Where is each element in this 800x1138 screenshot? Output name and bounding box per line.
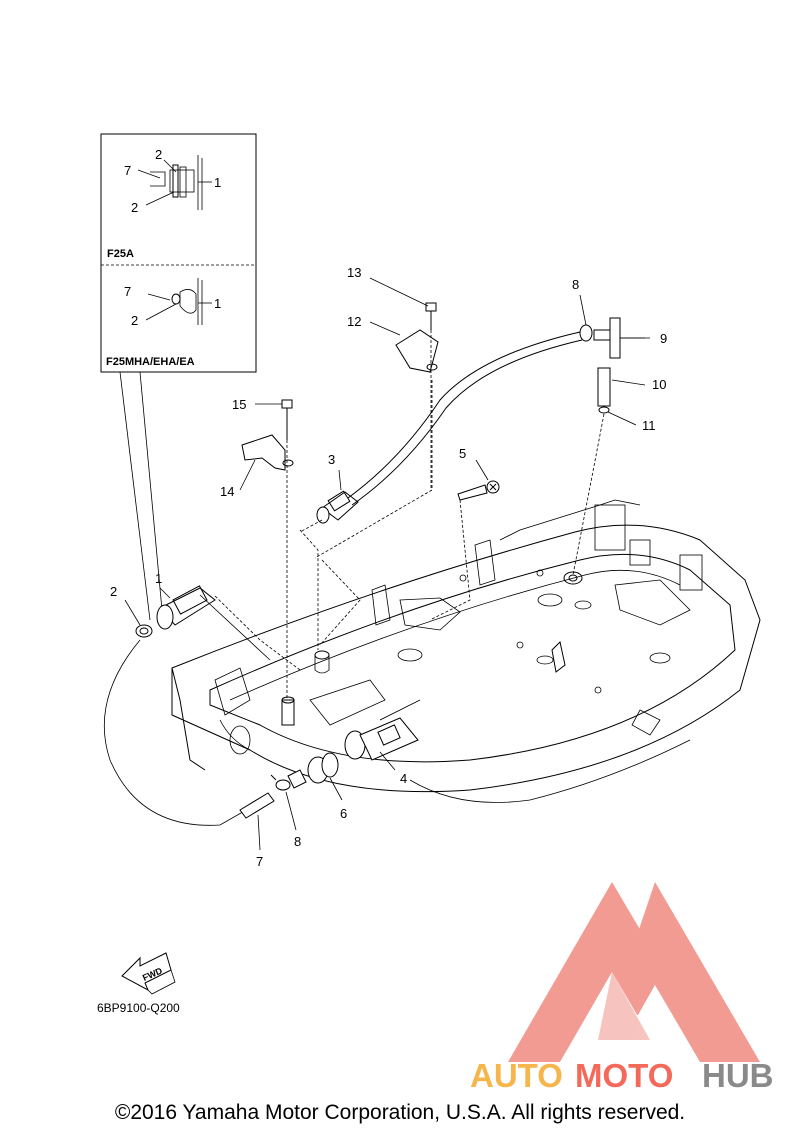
inset-box: 2 7 1 2 F25A 7 1 2 F25MHA/EHA/EA <box>100 133 257 373</box>
part-8-clip-upper <box>579 324 593 342</box>
fwd-label: FWD <box>141 965 164 983</box>
inset-bottom-callout-7: 7 <box>124 284 131 299</box>
part-15-bolt <box>281 399 293 700</box>
copyright-notice: ©2016 Yamaha Motor Corporation, U.S.A. A… <box>114 1101 686 1124</box>
callout-7: 7 <box>256 854 263 869</box>
callout-15: 15 <box>232 397 246 412</box>
part-2-clip <box>135 624 153 638</box>
part-3-grommet <box>316 490 359 524</box>
inset-top-callout-7: 7 <box>124 163 131 178</box>
watermark-text: AUTO MOTO HUB <box>470 1057 774 1094</box>
part-7-hose-upper <box>347 331 581 499</box>
callout-9: 9 <box>660 331 667 346</box>
callout-11: 11 <box>642 418 656 433</box>
watermark-moto: MOTO <box>575 1057 673 1094</box>
fwd-arrow-icon: FWD <box>121 952 176 995</box>
callout-2: 2 <box>110 584 117 599</box>
part-6-fitting <box>287 752 339 789</box>
callout-3: 3 <box>328 452 335 467</box>
part-5-screw <box>429 480 500 621</box>
inset-top-callout-1: 1 <box>214 175 221 190</box>
callout-8-lower: 8 <box>294 834 301 849</box>
inset-bottom-drawing <box>145 278 212 325</box>
leader-lines <box>124 277 650 851</box>
part-1-grommet <box>156 585 271 661</box>
callout-10: 10 <box>652 377 666 392</box>
part-4-fitting <box>344 717 419 761</box>
watermark-auto: AUTO <box>470 1057 563 1094</box>
callout-14: 14 <box>220 484 234 499</box>
part-7-hose <box>103 639 256 826</box>
inset-top-callout-2a: 2 <box>155 147 162 162</box>
inset-bottom-label: F25MHA/EHA/EA <box>106 356 195 368</box>
part-12-bracket <box>395 329 439 373</box>
inset-top-drawing <box>137 155 212 210</box>
bottom-cowling <box>171 499 761 803</box>
callout-12: 12 <box>347 314 361 329</box>
watermark-hub: HUB <box>702 1057 774 1094</box>
inset-top-label: F25A <box>107 248 134 260</box>
callout-13: 13 <box>347 265 361 280</box>
part-code: 6BP9100-Q200 <box>97 1001 180 1015</box>
part-13-bolt <box>425 302 437 490</box>
part-14-bracket <box>241 434 294 471</box>
inset-leader-left <box>119 371 151 621</box>
part-11-clip <box>572 406 610 576</box>
inset-leader-right <box>139 371 163 611</box>
inset-top-callout-2b: 2 <box>131 200 138 215</box>
part-10-pipe <box>597 367 611 407</box>
callout-4: 4 <box>400 771 407 786</box>
inset-bottom-callout-1: 1 <box>214 296 221 311</box>
part-7-hose-segment <box>239 792 275 819</box>
callout-1: 1 <box>155 571 162 586</box>
callout-5: 5 <box>459 446 466 461</box>
part-8-clip-lower <box>270 774 291 791</box>
watermark-logo-icon <box>508 882 760 1062</box>
callout-6: 6 <box>340 806 347 821</box>
callout-8-upper: 8 <box>572 277 579 292</box>
inset-bottom-callout-2: 2 <box>131 313 138 328</box>
